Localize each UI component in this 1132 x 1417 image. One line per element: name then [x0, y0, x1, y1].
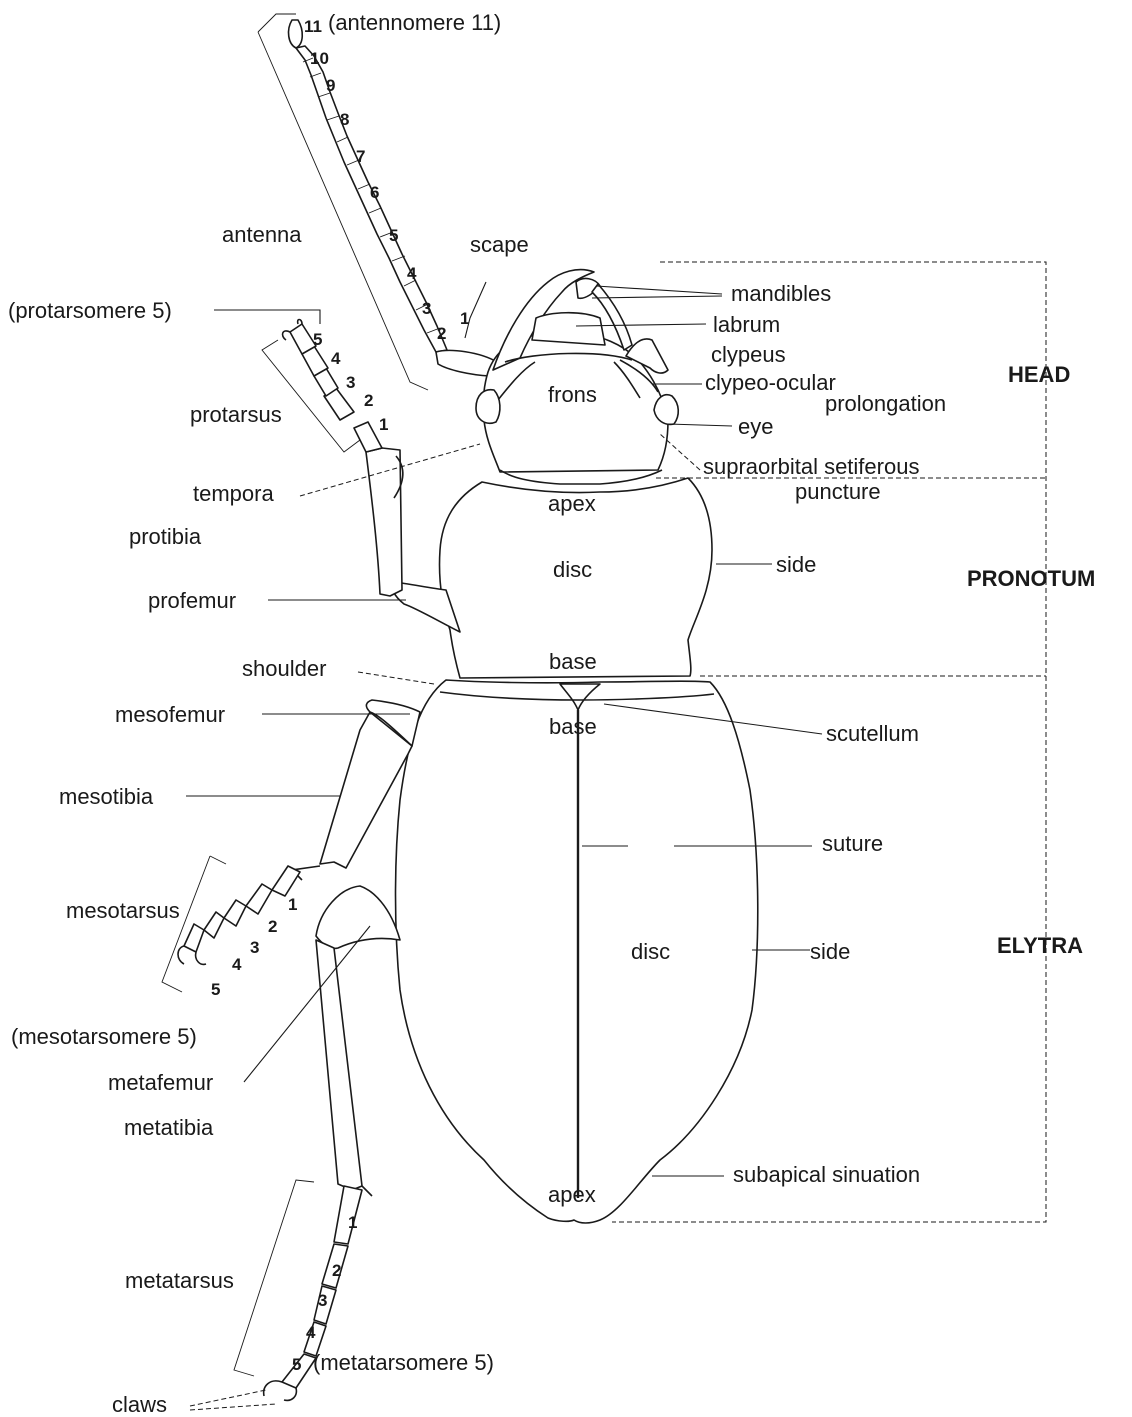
label-mandibles: mandibles [731, 281, 831, 306]
metatarsomere-number: 1 [348, 1213, 357, 1232]
label-pronotum-base: base [549, 649, 597, 674]
label-claws: claws [112, 1392, 167, 1417]
label-labrum: labrum [713, 312, 780, 337]
elytra-drawing [396, 680, 758, 1223]
mesotarsomere-number: 3 [250, 938, 259, 957]
region-labels: HEAD PRONOTUM ELYTRA [967, 362, 1095, 958]
protarsomere-number: 4 [331, 349, 341, 368]
label-mesofemur: mesofemur [115, 702, 225, 727]
antennomere-number: 2 [437, 324, 446, 343]
antennomere-number: 7 [356, 147, 365, 166]
antennomere-number: 1 [460, 309, 469, 328]
label-eye: eye [738, 414, 773, 439]
protarsomere-number: 1 [379, 415, 388, 434]
label-metatarsus: metatarsus [125, 1268, 234, 1293]
label-shoulder: shoulder [242, 656, 326, 681]
label-scutellum: scutellum [826, 721, 919, 746]
label-subapical-sinuation: subapical sinuation [733, 1162, 920, 1187]
label-pronotum-apex: apex [548, 491, 596, 516]
hind-leg-drawing [264, 886, 400, 1400]
label-protarsus: protarsus [190, 402, 282, 427]
region-head: HEAD [1008, 362, 1070, 387]
label-clypeo-ocular: clypeo-ocular [705, 370, 836, 395]
label-mesotarsomere-5: (mesotarsomere 5) [11, 1024, 197, 1049]
antennomere-number: 3 [422, 299, 431, 318]
label-mesotarsus: mesotarsus [66, 898, 180, 923]
label-elytra-side: side [810, 939, 850, 964]
label-protibia: protibia [129, 524, 202, 549]
head-drawing [476, 270, 678, 484]
label-elytra-apex: apex [548, 1182, 596, 1207]
protarsomere-number: 3 [346, 373, 355, 392]
label-pronotum-disc: disc [553, 557, 592, 582]
metatarsomere-number: 3 [318, 1291, 327, 1310]
antennomere-number: 5 [389, 226, 398, 245]
antennomere-number: 9 [326, 76, 335, 95]
label-scape: scape [470, 232, 529, 257]
label-metatibia: metatibia [124, 1115, 214, 1140]
label-supraorbital-setiferous: supraorbital setiferous [703, 454, 919, 479]
label-elytra-base: base [549, 714, 597, 739]
antennomere-number: 4 [407, 264, 417, 283]
label-antenna: antenna [222, 222, 302, 247]
region-pronotum: PRONOTUM [967, 566, 1095, 591]
protarsomere-number: 5 [313, 330, 322, 349]
label-metatarsomere-5: (metatarsomere 5) [313, 1350, 494, 1375]
label-puncture: puncture [795, 479, 881, 504]
label-prolongation: prolongation [825, 391, 946, 416]
metatarsomere-number: 2 [332, 1261, 341, 1280]
label-suture: suture [822, 831, 883, 856]
label-protarsomere-5: (protarsomere 5) [8, 298, 172, 323]
label-mesotibia: mesotibia [59, 784, 154, 809]
mesotarsomere-number: 1 [288, 895, 297, 914]
label-profemur: profemur [148, 588, 236, 613]
label-elytra-disc: disc [631, 939, 670, 964]
label-tempora: tempora [193, 481, 274, 506]
antennomere-number: 11 [304, 17, 322, 36]
mesotarsomere-number: 4 [232, 955, 242, 974]
antennomere-number: 6 [370, 183, 379, 202]
antennomere-number: 8 [340, 110, 349, 129]
label-metafemur: metafemur [108, 1070, 213, 1095]
protarsomere-number: 2 [364, 391, 373, 410]
antennomere-number: 10 [310, 49, 329, 68]
mesotarsomere-number: 5 [211, 980, 220, 999]
label-antennomere-11: (antennomere 11) [328, 10, 501, 35]
label-clypeus: clypeus [711, 342, 786, 367]
metatarsomere-number: 4 [306, 1323, 316, 1342]
metatarsomere-number: 5 [292, 1355, 301, 1374]
label-pronotum-side: side [776, 552, 816, 577]
region-elytra: ELYTRA [997, 933, 1083, 958]
mesotarsomere-number: 2 [268, 917, 277, 936]
label-frons: frons [548, 382, 597, 407]
